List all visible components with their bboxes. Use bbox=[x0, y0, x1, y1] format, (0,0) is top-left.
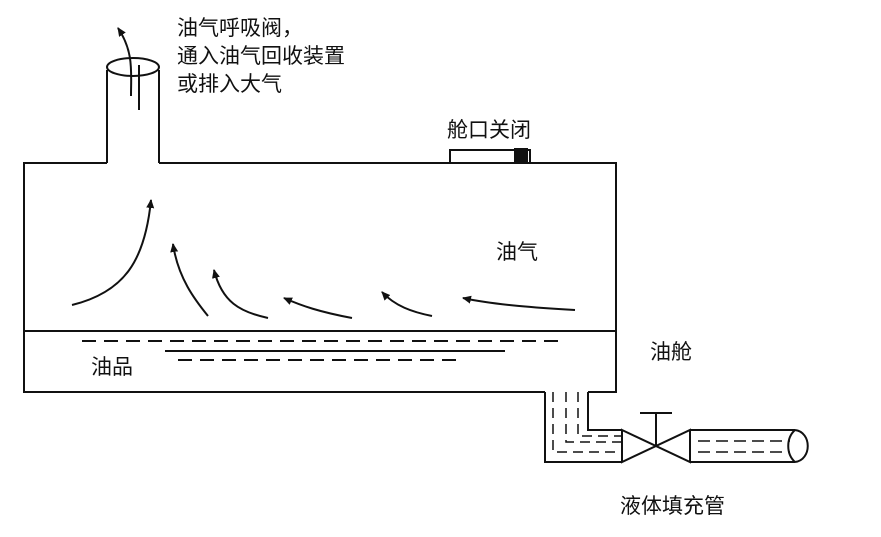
vapor-flow-arrow bbox=[462, 295, 576, 311]
vapor-flow-arrow bbox=[71, 199, 155, 306]
hatch-label: 舱口关闭 bbox=[447, 118, 531, 142]
vapor-flow-arrow bbox=[283, 297, 353, 319]
liquid-dash-lines bbox=[82, 340, 560, 361]
breather-valve-label: 油气呼吸阀， 通入油气回收装置 或排入大气 bbox=[177, 14, 345, 98]
vapor-flow-arrow bbox=[170, 243, 209, 317]
vent-outflow-arrow bbox=[117, 27, 133, 97]
vapor-flow-arrow bbox=[381, 291, 433, 317]
breather-valve-line-3: 或排入大气 bbox=[177, 72, 282, 96]
fill-pipe bbox=[544, 392, 809, 463]
vent-stack bbox=[106, 57, 160, 163]
vapor-flow-arrow bbox=[212, 269, 269, 319]
fill-pipe-label: 液体填充管 bbox=[620, 494, 725, 518]
gate-valve-icon bbox=[621, 412, 691, 464]
vapor-flow-arrows bbox=[71, 199, 576, 319]
tank-label: 油舱 bbox=[650, 340, 692, 364]
vapor-label: 油气 bbox=[496, 240, 538, 264]
breather-valve-line-1: 油气呼吸阀， bbox=[177, 16, 303, 40]
hatch bbox=[449, 148, 531, 164]
breather-valve-line-2: 通入油气回收装置 bbox=[177, 44, 345, 68]
tank-body bbox=[23, 162, 617, 393]
oil-product-label: 油品 bbox=[91, 355, 133, 379]
